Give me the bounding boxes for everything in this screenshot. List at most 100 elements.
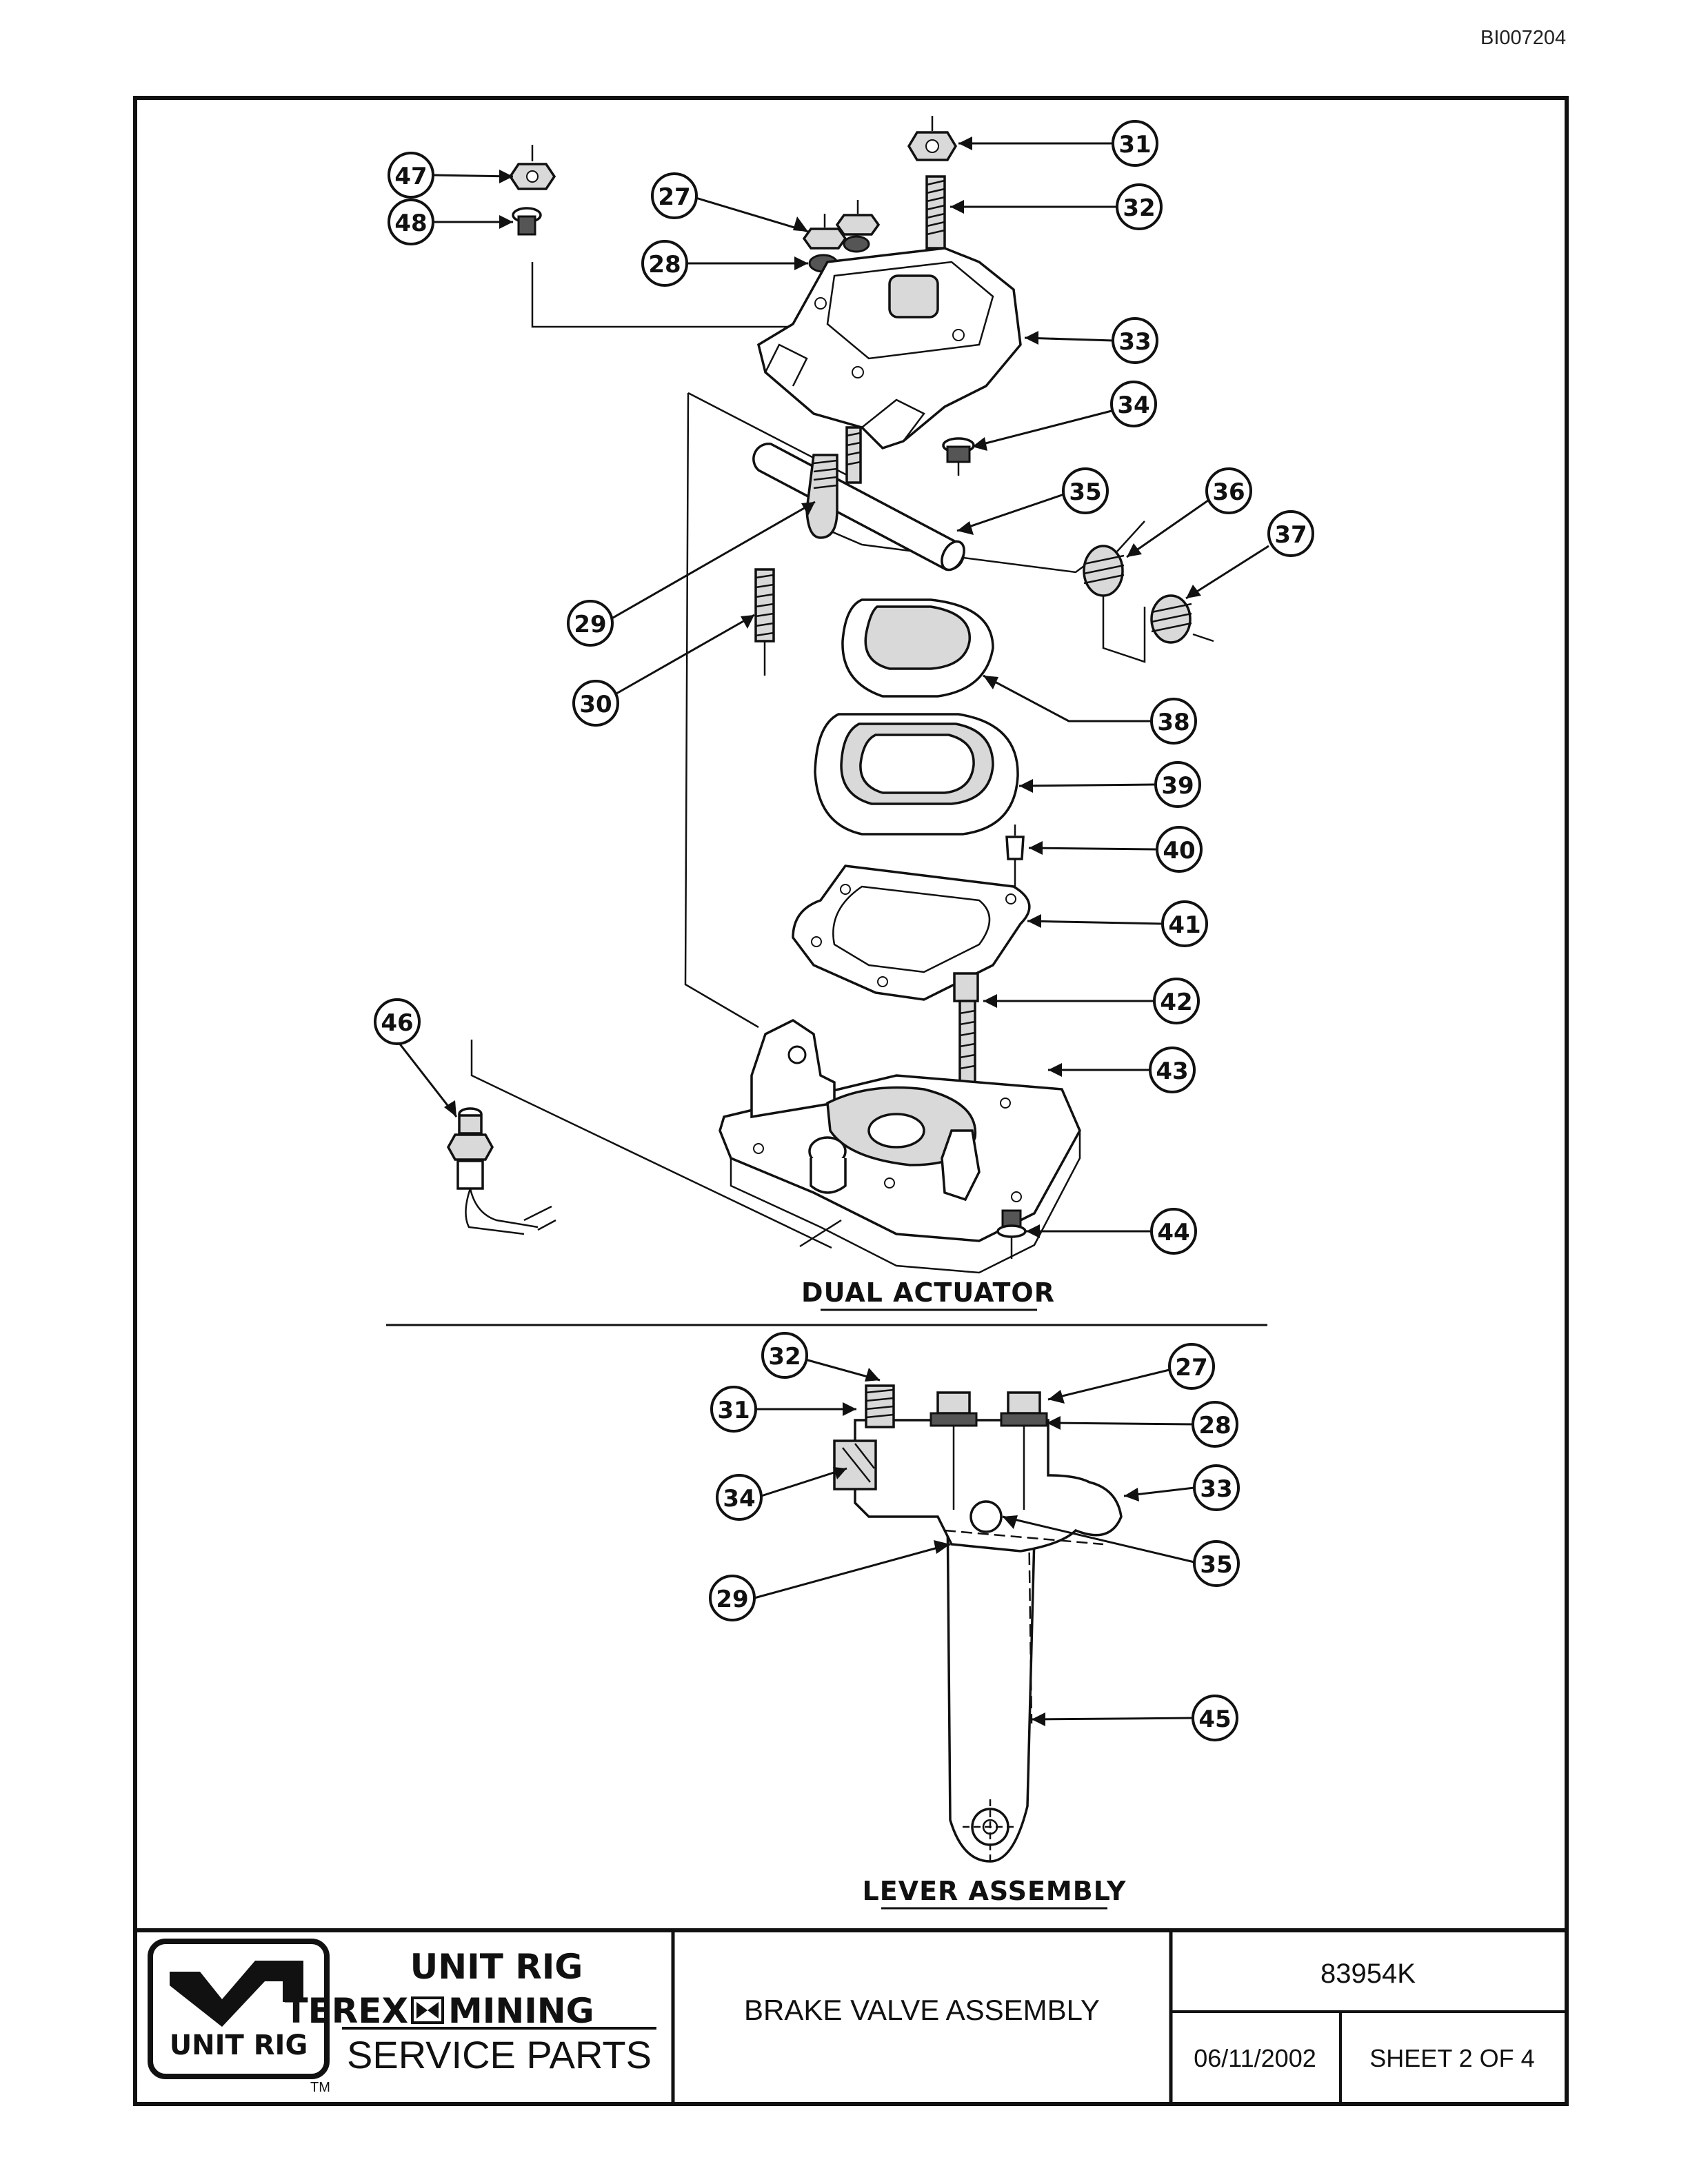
part-34-plug xyxy=(942,437,975,476)
explode-line-spring xyxy=(1102,593,1146,663)
svg-text:27: 27 xyxy=(1175,1354,1207,1382)
callout-lever-35: 35 xyxy=(1193,1540,1240,1587)
callout-33: 33 xyxy=(1112,317,1158,364)
callout-47: 47 xyxy=(388,152,434,199)
callout-36: 36 xyxy=(1205,467,1252,514)
part-33-housing-side xyxy=(833,1419,1123,1553)
callout-27: 27 xyxy=(651,172,698,219)
svg-text:42: 42 xyxy=(1160,989,1192,1016)
svg-text:38: 38 xyxy=(1157,709,1189,736)
callout-lever-31: 31 xyxy=(710,1386,757,1433)
lever-assembly-leaders xyxy=(754,1358,1196,1726)
brand-terex: TEREX xyxy=(285,1991,408,2031)
svg-text:34: 34 xyxy=(723,1485,755,1513)
explode-line-switch xyxy=(470,1040,842,1249)
svg-text:36: 36 xyxy=(1212,478,1245,506)
drawing-frame xyxy=(133,96,1569,2106)
svg-text:32: 32 xyxy=(768,1343,801,1371)
svg-text:45: 45 xyxy=(1198,1706,1231,1733)
part-32-stud-side xyxy=(865,1384,895,1428)
trademark-symbol: TM xyxy=(310,2080,330,2095)
part-31-nut xyxy=(907,116,958,161)
callout-48: 48 xyxy=(388,199,434,245)
sheet-number: SHEET 2 OF 4 xyxy=(1369,2044,1534,2072)
part-35-shaft xyxy=(752,443,965,572)
callout-lever-34: 34 xyxy=(716,1474,763,1521)
callout-46: 46 xyxy=(374,998,421,1045)
svg-text:28: 28 xyxy=(648,251,681,279)
svg-text:33: 33 xyxy=(1200,1475,1232,1503)
svg-text:28: 28 xyxy=(1198,1412,1231,1439)
part-48-plug xyxy=(512,207,542,236)
svg-text:35: 35 xyxy=(1069,478,1101,506)
svg-text:37: 37 xyxy=(1274,521,1307,549)
callout-37: 37 xyxy=(1267,510,1314,557)
brand-unit-rig: UNIT RIG xyxy=(410,1947,583,1987)
svg-text:31: 31 xyxy=(1118,131,1151,159)
callout-32: 32 xyxy=(1116,183,1163,230)
svg-text:UNIT RIG: UNIT RIG xyxy=(170,2030,308,2061)
callout-39: 39 xyxy=(1154,761,1201,808)
callout-lever-29: 29 xyxy=(709,1575,756,1621)
part-38-diaphragm xyxy=(841,598,994,698)
svg-text:34: 34 xyxy=(1117,392,1149,419)
part-27-nuts xyxy=(802,200,881,250)
callout-31: 31 xyxy=(1112,120,1158,167)
part-number: 83954K xyxy=(1320,1959,1416,1989)
callout-43: 43 xyxy=(1149,1046,1196,1093)
svg-text:39: 39 xyxy=(1161,772,1194,800)
part-27-28-nuts-side xyxy=(930,1391,1048,1510)
callout-lever-33: 33 xyxy=(1193,1464,1240,1511)
callout-34: 34 xyxy=(1110,381,1157,427)
document-id: BI007204 xyxy=(1480,27,1566,49)
callout-29: 29 xyxy=(567,600,614,647)
svg-text:41: 41 xyxy=(1168,911,1200,939)
svg-text:40: 40 xyxy=(1163,837,1195,865)
callout-30: 30 xyxy=(572,680,619,727)
unit-rig-logo: UNIT RIG TM xyxy=(148,1939,330,2095)
terex-mining-emblem xyxy=(411,1996,444,2024)
drawing-title: BRAKE VALVE ASSEMBLY xyxy=(744,1994,1100,2026)
part-41-gasket xyxy=(792,865,1031,1001)
service-parts-label: SERVICE PARTS xyxy=(347,2033,652,2076)
svg-text:31: 31 xyxy=(717,1397,750,1424)
svg-text:48: 48 xyxy=(394,210,427,237)
part-46-switch xyxy=(446,1107,556,1235)
callout-lever-27: 27 xyxy=(1168,1343,1215,1390)
dual-actuator-view: 47 48 27 28 31 32 33 34 35 36 37 29 30 3… xyxy=(374,116,1314,1311)
callout-42: 42 xyxy=(1153,978,1200,1024)
callout-40: 40 xyxy=(1156,826,1203,873)
svg-text:46: 46 xyxy=(381,1009,413,1037)
dual-actuator-title: DUAL ACTUATOR xyxy=(801,1277,1055,1308)
part-32-stud xyxy=(925,175,946,250)
part-33-housing xyxy=(756,247,1022,450)
svg-text:33: 33 xyxy=(1118,328,1151,356)
part-29-lever xyxy=(805,426,862,539)
part-45-lever-arm xyxy=(946,1501,1036,1863)
callout-lever-45: 45 xyxy=(1192,1695,1238,1741)
callout-35: 35 xyxy=(1062,467,1109,514)
part-39-retainer xyxy=(814,713,1019,836)
part-43-base xyxy=(719,1018,1081,1274)
callout-44: 44 xyxy=(1150,1208,1197,1255)
svg-text:47: 47 xyxy=(394,163,427,190)
callout-41: 41 xyxy=(1161,900,1208,947)
svg-text:35: 35 xyxy=(1200,1551,1232,1579)
part-30-stud xyxy=(754,568,775,676)
lever-assembly-title: LEVER ASSEMBLY xyxy=(862,1876,1126,1906)
title-block: UNIT RIG TM UNIT RIG TEREX MINING SERVIC… xyxy=(148,1930,1567,2104)
svg-text:43: 43 xyxy=(1156,1058,1188,1085)
part-37-spring xyxy=(1150,594,1214,644)
svg-text:44: 44 xyxy=(1157,1219,1189,1246)
drawing-date: 06/11/2002 xyxy=(1194,2044,1316,2072)
part-47-nut xyxy=(508,145,556,190)
dual-actuator-leaders xyxy=(397,136,1269,1238)
callout-lever-32: 32 xyxy=(761,1332,808,1379)
part-44-plug xyxy=(996,1209,1027,1259)
svg-text:32: 32 xyxy=(1123,194,1155,222)
part-36-spring xyxy=(1083,520,1145,597)
svg-text:30: 30 xyxy=(579,691,612,718)
brand-mining: MINING xyxy=(448,1991,594,2031)
svg-text:27: 27 xyxy=(658,183,690,211)
